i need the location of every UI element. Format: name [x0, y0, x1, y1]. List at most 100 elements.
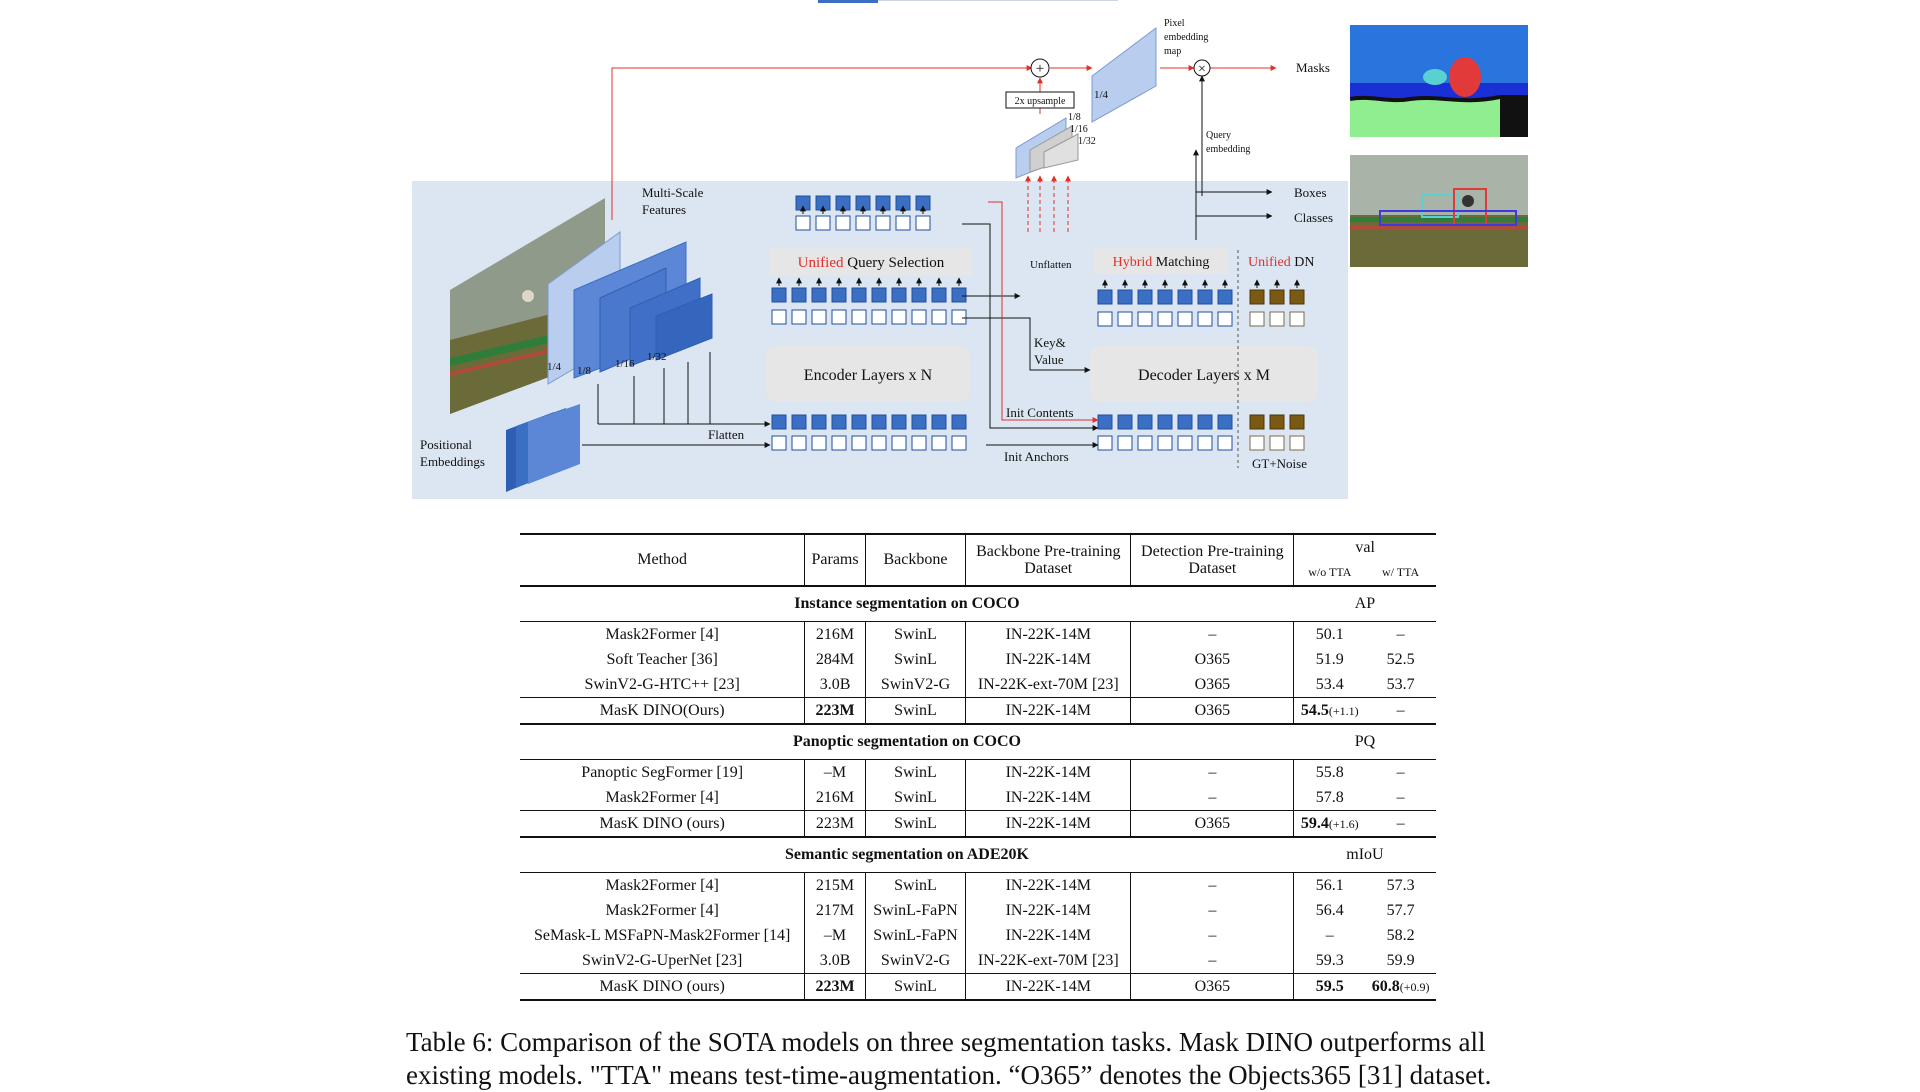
header-params: Params: [804, 533, 866, 586]
cell-wo-tta: –: [1293, 923, 1366, 948]
token-square: [871, 414, 887, 430]
cell-backbone-dataset: IN-22K-14M: [965, 697, 1131, 724]
cell-method: Mask2Former [4]: [605, 901, 719, 919]
cell-backbone: SwinL: [864, 647, 966, 672]
pixel-embedding-label-1: Pixel: [1164, 18, 1185, 29]
cell-backbone: SwinL: [864, 810, 966, 837]
cell-wo-tta: 51.9: [1293, 647, 1366, 672]
cell-w-tta: 60.8(+0.9): [1365, 973, 1436, 1001]
token-square: [895, 215, 911, 231]
decoder-block: [1090, 346, 1318, 402]
gt-noise-label: GT+Noise: [1252, 456, 1307, 471]
token-square: [1217, 289, 1233, 305]
times-symbol: ×: [1198, 62, 1206, 77]
scale-label-1-4a: 1/4: [547, 361, 562, 373]
token-square: [1137, 435, 1153, 451]
scale-label-1-4b: 1/4: [1094, 89, 1109, 101]
plus-circle: [1030, 58, 1050, 78]
cell-wo-tta: 56.4: [1293, 898, 1366, 923]
cell-detection-dataset: –: [1130, 621, 1294, 647]
cell-w-tta: –: [1365, 810, 1436, 837]
cell-backbone: SwinL-FaPN: [864, 898, 966, 923]
cell-method: Mask2Former [4]: [520, 872, 805, 898]
mask-output-image: [1350, 25, 1528, 137]
scale-label-1-16b: 1/16: [1070, 124, 1088, 135]
cell-wo-tta: 59.5: [1293, 973, 1366, 1001]
cell-params: 3.0B: [804, 948, 866, 974]
token-square: [1197, 311, 1213, 327]
token-square: [1197, 435, 1213, 451]
cell-backbone-dataset: IN-22K-ext-70M [23]: [965, 672, 1131, 698]
cell-detection-dataset: –: [1130, 759, 1294, 785]
upsample-label: 2x upsample: [1015, 96, 1066, 107]
pixel-embedding-label-3: map: [1164, 46, 1181, 57]
cell-detection-dataset: O365: [1130, 647, 1294, 672]
cell-detection-dataset: O365: [1130, 672, 1294, 698]
section-metric: AP: [1293, 585, 1436, 622]
cell-backbone: SwinL-FaPN: [864, 923, 966, 948]
cell-backbone: SwinL: [864, 872, 966, 898]
token-square: [811, 309, 827, 325]
cell-detection-dataset: O365: [1130, 973, 1294, 1001]
query-embedding-label-1: Query: [1206, 130, 1231, 141]
cell-wo-tta: 55.8: [1293, 759, 1366, 785]
decoder-label: Decoder Layers x M: [1138, 367, 1270, 384]
scale-label-1-32a: 1/32: [647, 351, 667, 363]
token-square: [871, 287, 887, 303]
plus-symbol: +: [1036, 61, 1044, 77]
positional-label-2: Embeddings: [420, 454, 485, 469]
top-crop-line: [878, 0, 1118, 1]
cell-backbone-dataset: IN-22K-14M: [965, 872, 1131, 898]
token-square: [871, 309, 887, 325]
cell-method: MasK DINO (ours): [520, 810, 805, 837]
cell-params: 284M: [804, 647, 866, 672]
token-square: [931, 435, 947, 451]
init-contents-label: Init Contents: [1006, 405, 1074, 420]
token-square: [851, 287, 867, 303]
cell-backbone-dataset: IN-22K-14M: [965, 923, 1131, 948]
token-square: [831, 414, 847, 430]
cell-params: 223M: [804, 810, 866, 837]
token-square: [791, 435, 807, 451]
token-square: [931, 414, 947, 430]
cell-method: Panoptic SegFormer [19]: [520, 759, 805, 785]
cell-backbone: SwinL: [864, 621, 966, 647]
token-square: [1217, 311, 1233, 327]
cell-params: –M: [804, 923, 866, 948]
token-square: [1097, 289, 1113, 305]
header-wo-tta: w/o TTA: [1293, 560, 1366, 586]
cell-w-tta: 52.5: [1386, 650, 1415, 668]
token-square: [1117, 435, 1133, 451]
token-square: [1269, 311, 1285, 327]
token-square: [1117, 289, 1133, 305]
hybrid-matching-label: Hybrid Matching: [1113, 255, 1210, 270]
table-subheader-row: w/o TTA w/ TTA: [520, 560, 1436, 586]
cell-backbone: SwinV2-G: [864, 672, 966, 698]
cell-method: MasK DINO(Ours): [520, 697, 805, 724]
token-square: [851, 309, 867, 325]
cell-detection-dataset: –: [1130, 785, 1294, 811]
black-connections: [962, 149, 1273, 448]
header-w-tta: w/ TTA: [1382, 565, 1420, 579]
token-square: [951, 287, 967, 303]
flatten-lines: [582, 352, 771, 448]
cell-backbone-dataset: IN-22K-14M: [965, 810, 1131, 837]
token-square: [835, 215, 851, 231]
cell-w-tta: –: [1365, 621, 1436, 647]
token-square: [771, 435, 787, 451]
token-square: [1269, 435, 1285, 451]
flatten-label: Flatten: [708, 427, 745, 442]
token-square: [1249, 435, 1265, 451]
token-square: [831, 435, 847, 451]
section-title: Semantic segmentation on ADE20K: [520, 836, 1294, 873]
cell-w-tta: –: [1396, 788, 1405, 806]
gain-badge: (+0.9): [1399, 979, 1430, 994]
cell-backbone-dataset: IN-22K-14M: [965, 973, 1131, 1001]
